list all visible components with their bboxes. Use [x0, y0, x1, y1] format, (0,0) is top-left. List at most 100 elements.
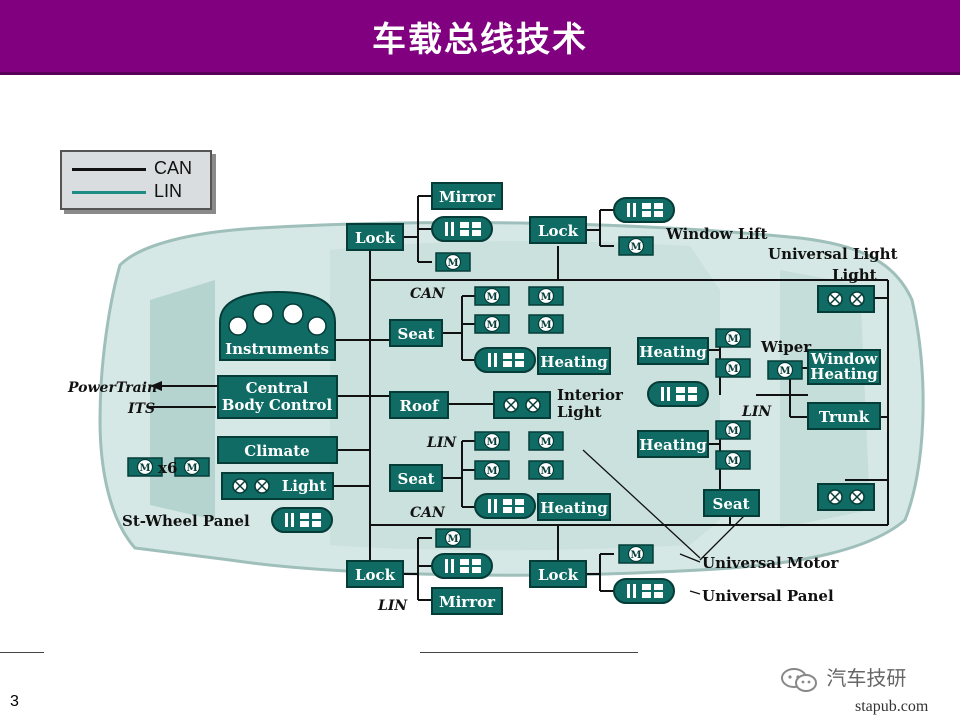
- motor-icon: M: [474, 286, 510, 306]
- st-wheel-panel-label: St-Wheel Panel: [122, 512, 250, 530]
- motor-icon: M: [174, 457, 210, 477]
- mirror-rear-label: Mirror: [439, 593, 496, 611]
- panel-rear-left-icon: [431, 553, 493, 579]
- light-label: Light: [557, 403, 602, 421]
- heating-front-label: Heating: [540, 353, 608, 371]
- wiper-label: Wiper: [760, 338, 812, 356]
- motor-symbol: M: [139, 463, 150, 474]
- its-label: ITS: [127, 401, 155, 417]
- motor-icon: M: [715, 420, 751, 440]
- powertrain-arrow: [150, 381, 216, 408]
- motor-symbol: M: [486, 437, 497, 448]
- panel-universal-icon: [613, 578, 675, 604]
- watermark: 汽车技研: [780, 662, 906, 693]
- legend-can-line: [72, 168, 146, 171]
- switch-panel-icons: [271, 197, 709, 604]
- motor-symbol: M: [540, 466, 551, 477]
- heating-rear-right-1-module: Heating: [637, 337, 709, 365]
- lock-rear-right-module: Lock: [529, 560, 587, 588]
- roof-module: Roof: [389, 391, 449, 419]
- panel-st-wheel-icon: [271, 507, 333, 533]
- slide-title: 车载总线技术: [372, 20, 588, 60]
- powertrain-label: PowerTrain: [67, 380, 157, 396]
- motor-icon: M: [715, 450, 751, 470]
- trunk-module: Trunk: [807, 402, 881, 430]
- motor-symbol: M: [486, 292, 497, 303]
- motor-icon: M: [767, 360, 803, 380]
- interior-lamp-icon: [493, 391, 551, 419]
- legend-can-label: CAN: [154, 158, 193, 178]
- heating-rear-right-2-module: Heating: [637, 430, 709, 458]
- motor-icon: M: [435, 252, 471, 272]
- motor-icon: M: [474, 460, 510, 480]
- panel-seat-front-icon: [474, 347, 536, 373]
- free-labels: Window Lift Universal Light Light CAN In…: [67, 225, 898, 614]
- universal-lamp-bottom-icon: [817, 483, 875, 511]
- legend-can-row: CAN: [72, 158, 202, 178]
- motor-icon: M: [127, 457, 163, 477]
- source-text: stapub.com: [855, 698, 929, 715]
- heating-rear-right-2-label: Heating: [639, 436, 707, 454]
- motor-icon: M: [474, 431, 510, 451]
- lamp-icons: [234, 285, 875, 511]
- footer-rule-mid: [420, 652, 638, 653]
- can-top-label: CAN: [410, 286, 446, 302]
- interior-label: Interior: [557, 386, 624, 404]
- motor-symbol: M: [540, 292, 551, 303]
- panel-mirror-left-icon: [431, 216, 493, 242]
- motor-symbol: M: [727, 364, 738, 375]
- motor-symbol: M: [486, 466, 497, 477]
- seat-rear-module: Seat: [389, 464, 443, 492]
- instruments-label: Instruments: [225, 340, 329, 358]
- wechat-icon: [781, 667, 817, 692]
- climate-label: Climate: [244, 442, 309, 460]
- motor-symbol: M: [779, 366, 790, 377]
- heating-rear-right-1-label: Heating: [639, 343, 707, 361]
- lock-front-right-module: Lock: [529, 216, 587, 244]
- window-heating-module: Window Heating: [807, 349, 881, 385]
- seat-right-label: Seat: [712, 495, 749, 513]
- lock-front-right-label: Lock: [538, 222, 579, 240]
- mirror-rear-module: Mirror: [431, 587, 503, 615]
- lock-rear-left-module: Lock: [346, 560, 404, 588]
- motor-symbol: M: [447, 534, 458, 545]
- universal-panel-label: Universal Panel: [702, 587, 834, 605]
- motor-icon: M: [618, 544, 654, 564]
- watermark-brand: 汽车技研: [826, 666, 907, 690]
- motor-icon: M: [528, 460, 564, 480]
- heating-rear-label: Heating: [540, 499, 608, 517]
- lock-rear-right-label: Lock: [538, 566, 579, 584]
- motor-icon: M: [618, 236, 654, 256]
- seat-front-label: Seat: [397, 325, 434, 343]
- lock-front-left-module: Lock: [346, 223, 404, 251]
- motor-icon: M: [435, 528, 471, 548]
- motor-symbol: M: [727, 334, 738, 345]
- legend: CAN LIN: [60, 150, 212, 210]
- mirror-left-module: Mirror: [431, 182, 503, 210]
- roof-label: Roof: [400, 397, 440, 415]
- light-front-label: Light: [282, 477, 327, 495]
- motor-symbol: M: [486, 320, 497, 331]
- motor-symbol: M: [727, 456, 738, 467]
- body-control-label: Body Control: [222, 396, 333, 414]
- panel-rear-right-icon: [647, 381, 709, 407]
- footer-rule-left: [0, 652, 44, 653]
- panel-seat-rear-icon: [474, 493, 536, 519]
- universal-motor-label: Universal Motor: [702, 554, 839, 572]
- heating-rear-module: Heating: [537, 493, 611, 521]
- instruments-module: Instruments: [219, 290, 336, 361]
- motor-icon: M: [715, 358, 751, 378]
- seat-front-module: Seat: [389, 319, 443, 347]
- motor-icon: M: [474, 314, 510, 334]
- legend-lin-label: LIN: [154, 181, 183, 201]
- panel-window-lift-icon: [613, 197, 675, 223]
- motor-symbol: M: [186, 463, 197, 474]
- motor-symbol: M: [447, 258, 458, 269]
- seat-rear-label: Seat: [397, 470, 434, 488]
- motor-symbol: M: [540, 320, 551, 331]
- seat-right-module: Seat: [703, 489, 760, 517]
- page-number: 3: [10, 693, 19, 710]
- lin-mid-label: LIN: [426, 435, 457, 451]
- mirror-left-label: Mirror: [439, 188, 496, 206]
